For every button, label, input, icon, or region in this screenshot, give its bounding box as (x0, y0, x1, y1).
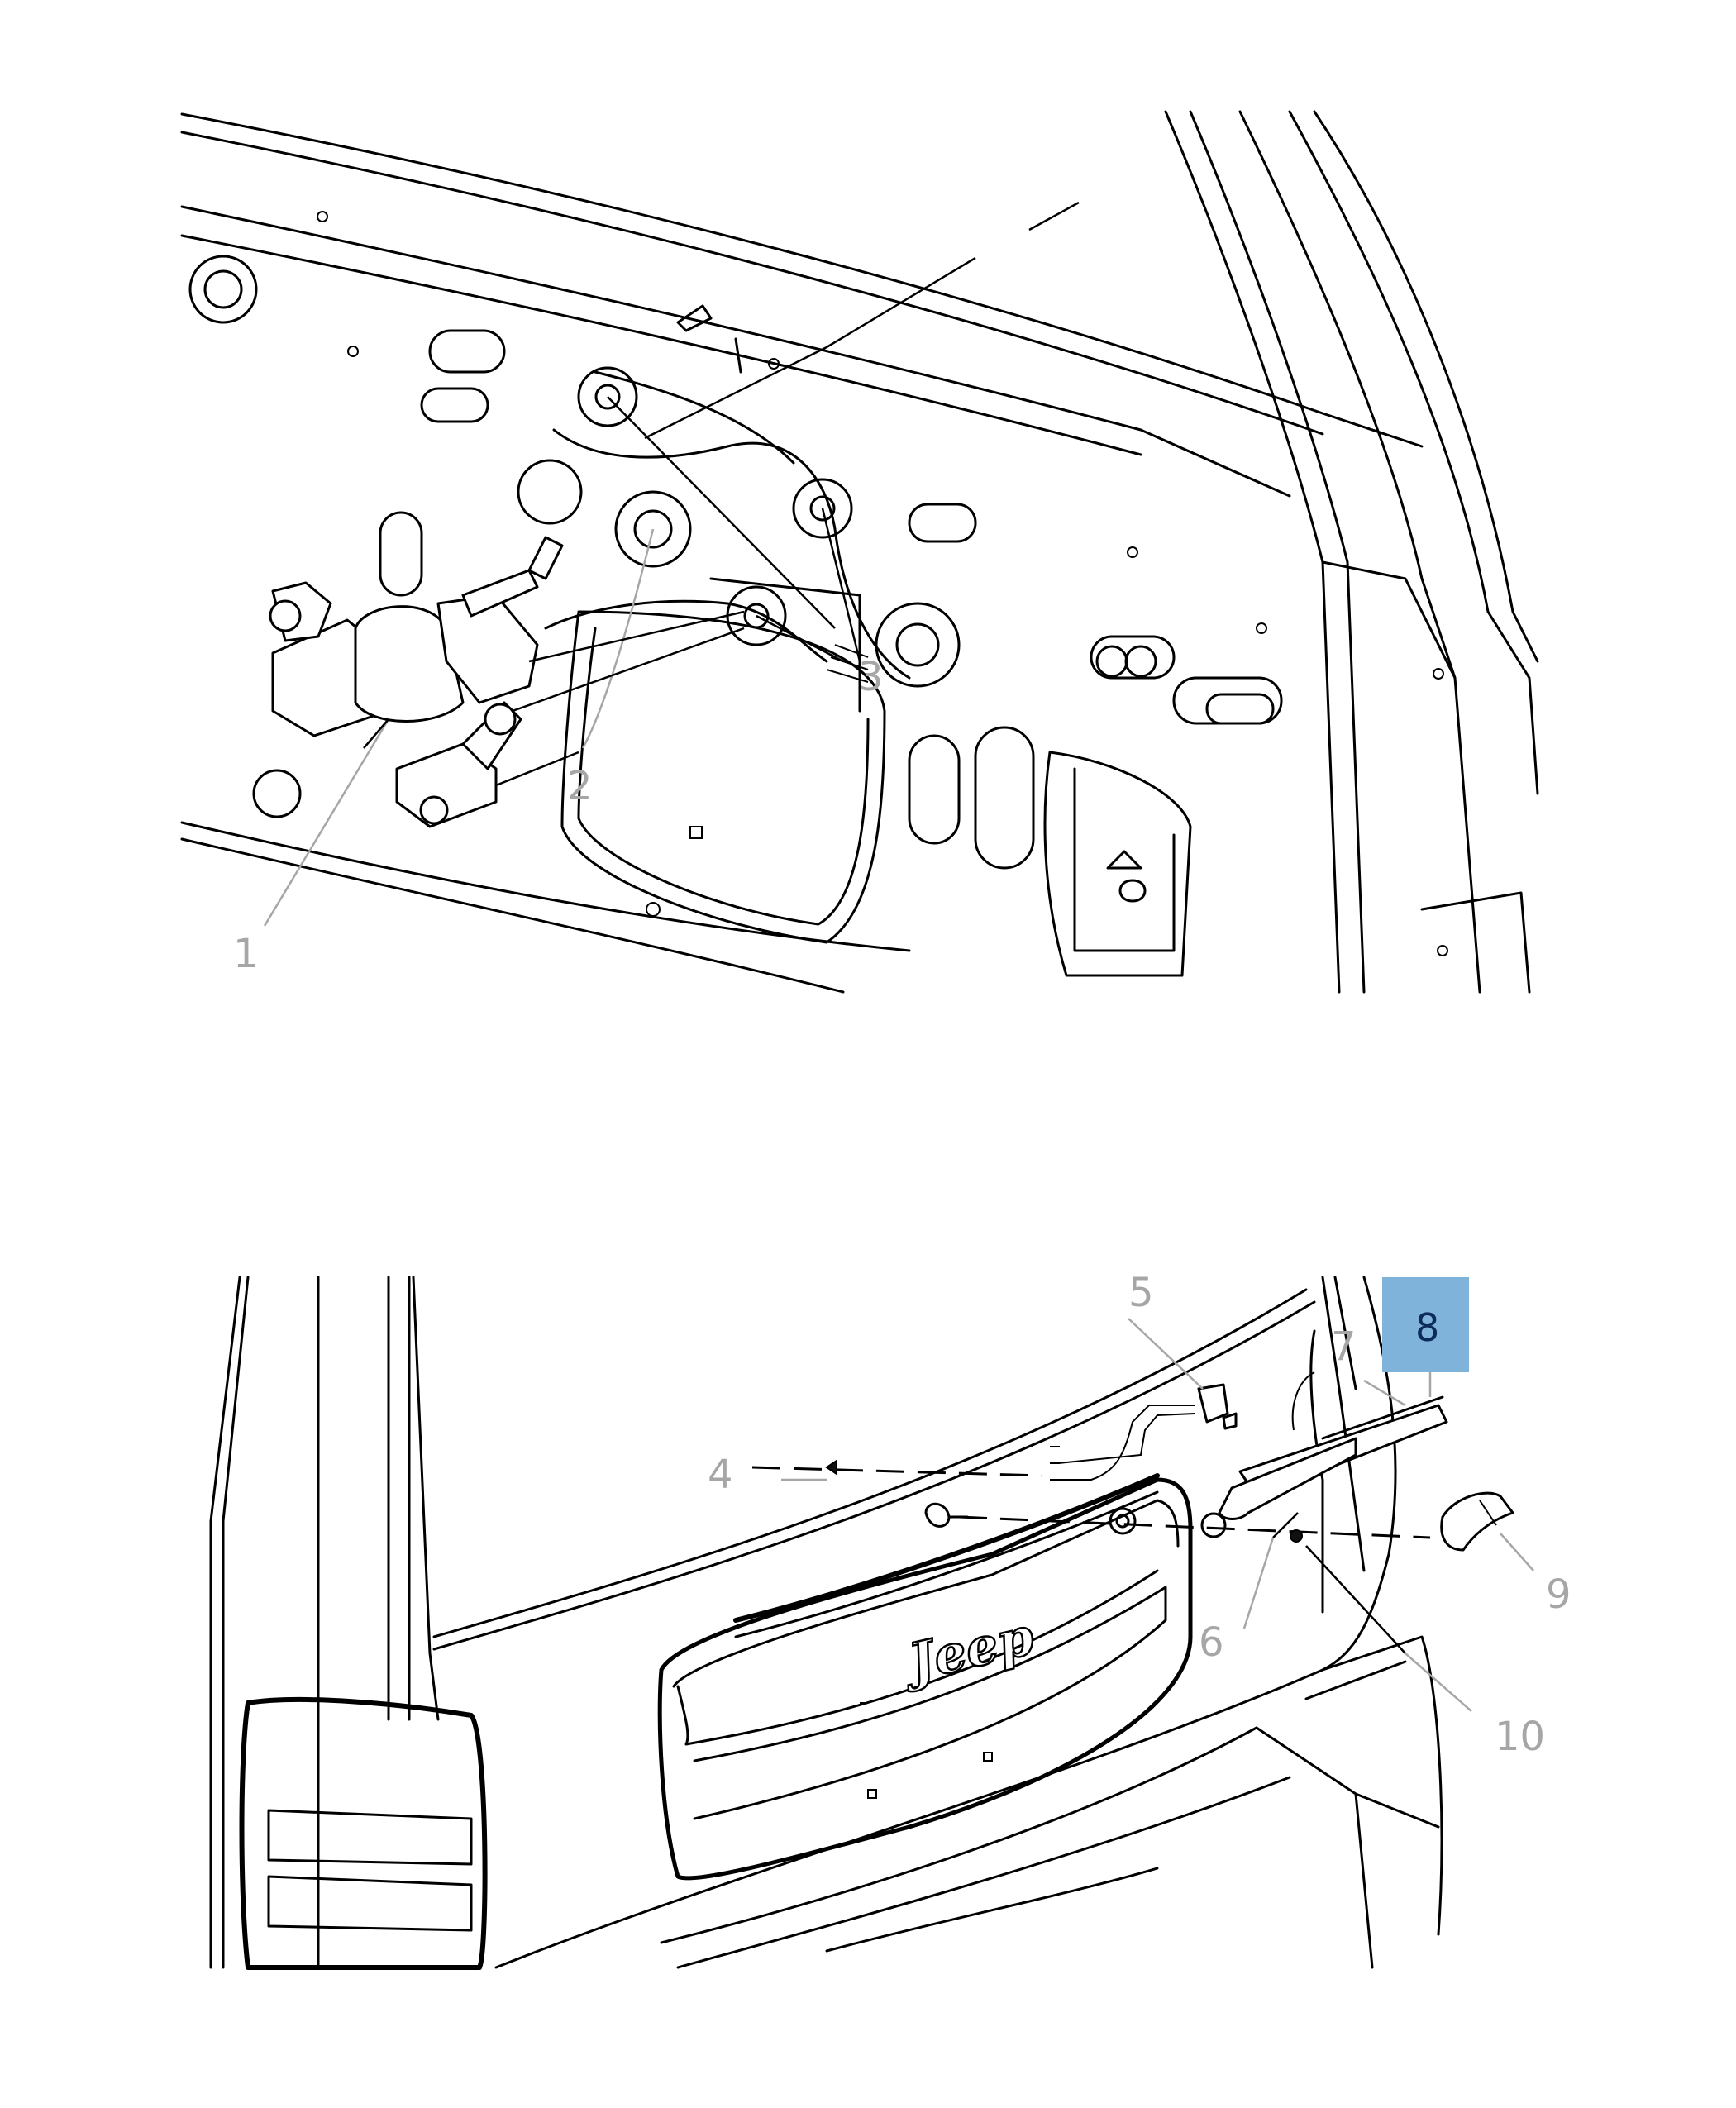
pivot-cap (1440, 1491, 1514, 1552)
grommet-exterior (1109, 1507, 1137, 1535)
svg-text:Jeep: Jeep (895, 1605, 1039, 1694)
callout-10: 10 (1495, 1714, 1545, 1760)
callout-8: 8 (1415, 1305, 1439, 1350)
grommet-upper-right (792, 478, 853, 539)
callout-2: 2 (567, 763, 593, 809)
callout-6: 6 (1199, 1619, 1224, 1666)
callout-1: 1 (233, 931, 259, 977)
pivot-nut (1290, 1529, 1303, 1543)
liftgate-exterior-view: Jeep (209, 1276, 1534, 1970)
rear-wiper-motor (269, 536, 564, 828)
callout-9: 9 (1546, 1571, 1571, 1618)
callout-4: 4 (708, 1452, 733, 1498)
callout-5: 5 (1128, 1270, 1154, 1316)
washer-nozzle (1057, 1383, 1238, 1481)
grommet-upper-left (577, 366, 638, 427)
callout-3: 3 (858, 654, 884, 700)
liftgate-inner-panel-view (180, 110, 1539, 994)
callout-8-highlight: 8 (1382, 1277, 1469, 1372)
callout-7: 7 (1331, 1323, 1357, 1370)
jeep-emblem: Jeep (894, 1605, 1040, 1695)
rear-wiper-arm (1200, 1437, 1357, 1538)
pivot-bolt (924, 1502, 969, 1528)
